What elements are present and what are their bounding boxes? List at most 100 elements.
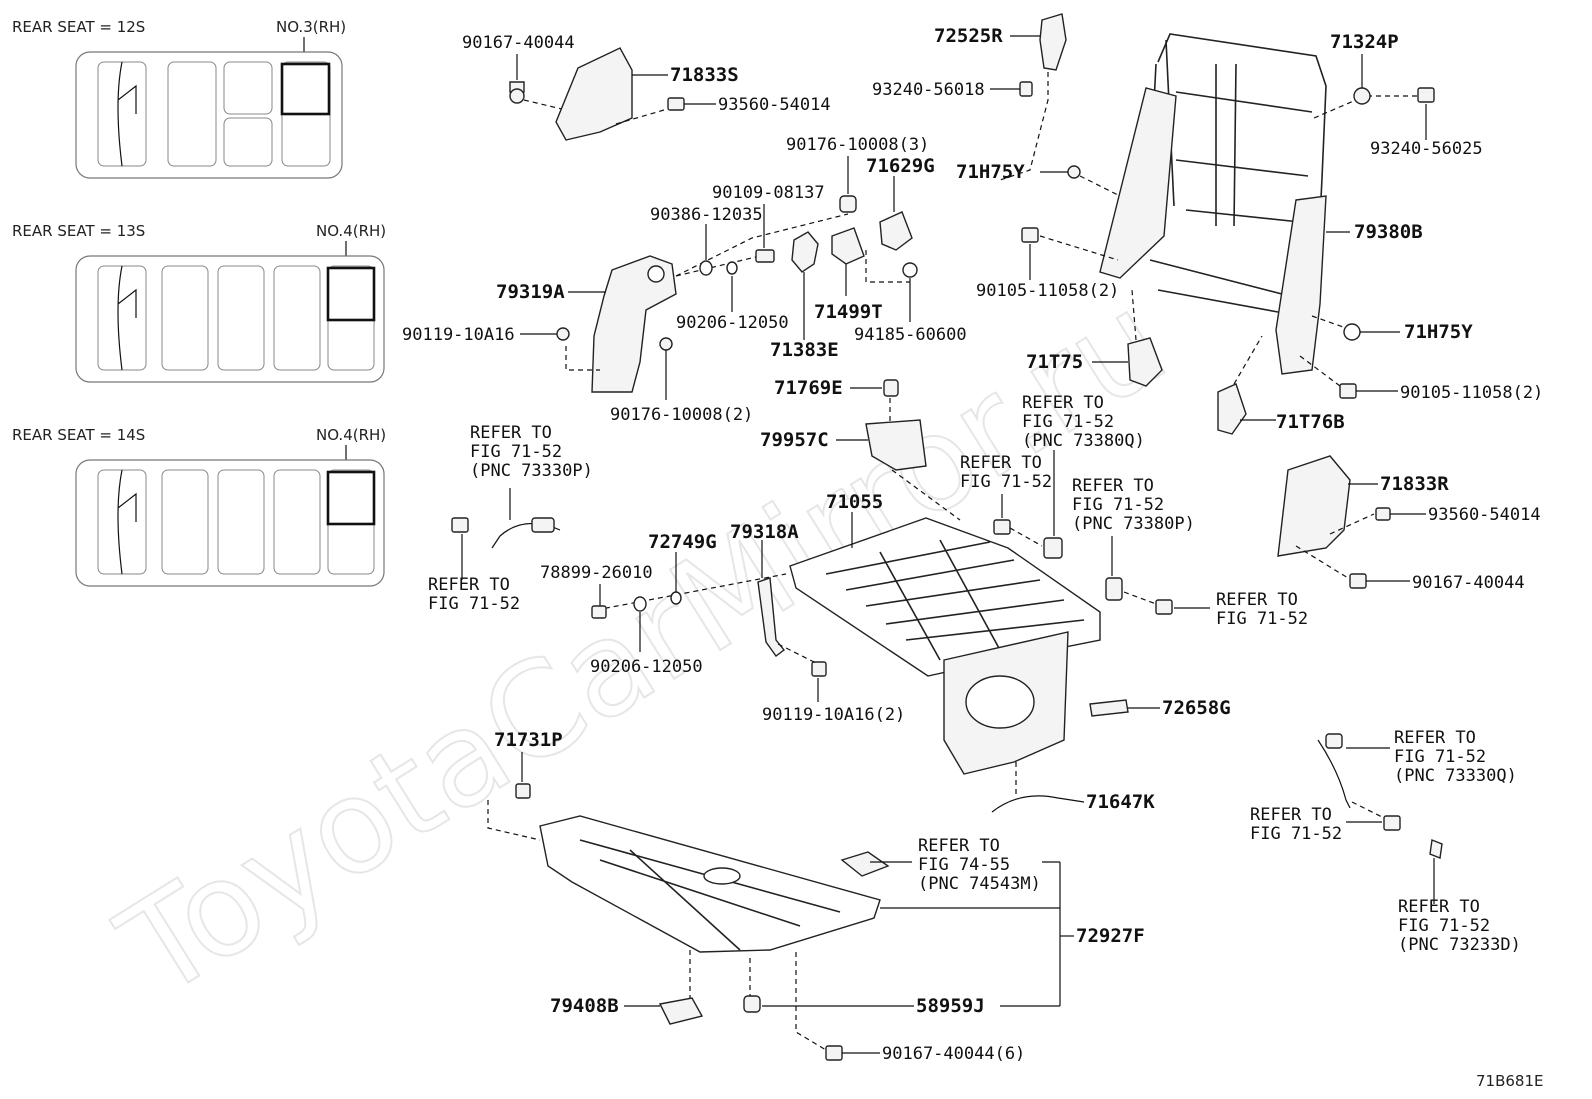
- part-number-label: 90386-12035: [650, 205, 763, 225]
- reference-note-line: FIG 71-52: [1072, 495, 1164, 515]
- reference-note-line: FIG 71-52: [1022, 412, 1114, 432]
- reference-note-line: (PNC 73380P): [1072, 514, 1195, 534]
- bolt-icon: [755, 249, 775, 263]
- bolt-icon: [1383, 815, 1401, 831]
- part-number-label: 93560-54014: [718, 95, 831, 115]
- bolt-icon: [1021, 227, 1039, 243]
- pad-icon: [658, 997, 704, 1025]
- part-number-label: 90176-10008(2): [610, 405, 753, 425]
- latch-plate-71383e: [791, 231, 819, 273]
- screw-icon: [667, 97, 716, 111]
- reference-note-line: (PNC 73380Q): [1022, 431, 1145, 451]
- clip-icon: [743, 995, 761, 1013]
- seat-cushion-frame-71055: [789, 517, 1101, 775]
- part-number-label: 71H75Y: [956, 161, 1025, 183]
- guide-71t75: [1127, 337, 1163, 387]
- seat-layout-12s: REAR SEAT = 12S NO.3(RH): [12, 18, 346, 179]
- knob-72658g: [1089, 699, 1129, 717]
- part-number-label: 79380B: [1354, 221, 1423, 243]
- part-number-label: 93240-56025: [1370, 139, 1483, 159]
- bracket-79318a: [757, 577, 785, 657]
- reference-note-line: REFER TO: [1216, 590, 1298, 610]
- part-number-label: 90119-10A16(2): [762, 705, 905, 725]
- guide-71t76b: [1217, 383, 1247, 435]
- reference-note-line: FIG 71-52: [1398, 916, 1490, 936]
- part-number-label: 71731P: [494, 729, 563, 751]
- clip-icon: [883, 379, 899, 397]
- seat-layout-label: REAR SEAT = 14S: [12, 426, 145, 444]
- seat-hinge-cover-71833s: [555, 47, 633, 141]
- nut-icon: [1353, 87, 1371, 105]
- screw-icon: [1019, 81, 1033, 97]
- part-labels: 90167-40044 71833S 93560-54014 72525R 93…: [402, 25, 1543, 1064]
- reference-note-line: REFER TO: [1398, 897, 1480, 917]
- seatback-frame-79380b: [1099, 33, 1327, 375]
- reference-note-line: REFER TO: [1022, 393, 1104, 413]
- reference-note-line: FIG 71-52: [428, 594, 520, 614]
- part-number-label: 79957C: [760, 429, 829, 451]
- reference-note-line: REFER TO: [1394, 728, 1476, 748]
- part-number-label: 93240-56018: [872, 80, 985, 100]
- seat-layout-label: REAR SEAT = 12S: [12, 18, 145, 36]
- seat-lower-tray-72927f: [539, 815, 881, 953]
- reference-note-line: REFER TO: [960, 453, 1042, 473]
- reference-note-line: FIG 71-52: [1216, 609, 1308, 629]
- bolt-icon: [451, 517, 469, 533]
- part-number-label: 94185-60600: [854, 325, 967, 345]
- part-number-label: 72525R: [934, 25, 1003, 47]
- part-number-label: 71769E: [774, 377, 843, 399]
- highlight-no4: [326, 266, 376, 322]
- reference-note-line: REFER TO: [918, 836, 1000, 856]
- part-number-label: 93560-54014: [1428, 505, 1541, 525]
- part-number-label: 71383E: [770, 339, 839, 361]
- wire-harness-icon: [1317, 733, 1351, 809]
- seat-position-label: NO.3(RH): [276, 18, 346, 36]
- part-number-label: 71T75: [1026, 351, 1083, 373]
- part-number-label: 71499T: [814, 301, 883, 323]
- connector-icon: [1105, 577, 1123, 601]
- reference-note-line: REFER TO: [428, 575, 510, 595]
- reference-note-line: REFER TO: [1250, 805, 1332, 825]
- cable-71647k: [991, 795, 1085, 813]
- part-number-label: 90206-12050: [676, 313, 789, 333]
- wire-harness-icon: [491, 517, 561, 549]
- reference-note-line: (PNC 73233D): [1398, 935, 1521, 955]
- reference-note-line: FIG 71-52: [1394, 747, 1486, 767]
- reference-note-line: (PNC 74543M): [918, 874, 1041, 894]
- bolt-icon: [993, 519, 1011, 535]
- highlight-no3: [280, 62, 331, 116]
- part-number-label: 72658G: [1162, 697, 1231, 719]
- bolt-icon: [515, 783, 531, 799]
- seat-hinge-cover-71833r: [1277, 455, 1351, 557]
- part-number-label: 90119-10A16: [402, 325, 515, 345]
- reference-note-line: FIG 71-52: [960, 472, 1052, 492]
- part-number-label: 79318A: [730, 521, 799, 543]
- part-number-label: 90167-40044: [462, 33, 575, 53]
- part-number-label: 71T76B: [1276, 411, 1345, 433]
- bolt-icon: [1417, 87, 1435, 103]
- part-number-label: 90206-12050: [590, 657, 703, 677]
- reference-note-line: FIG 74-55: [918, 855, 1010, 875]
- seat-hinge-bracket-79319a: [591, 255, 677, 393]
- part-number-label: 90167-40044(6): [882, 1044, 1025, 1064]
- part-number-label: 71629G: [866, 155, 935, 177]
- bolt-icon: [591, 605, 607, 619]
- seat-layout-13s: REAR SEAT = 13S NO.4(RH): [12, 222, 386, 383]
- bolt-icon: [825, 1045, 843, 1061]
- reference-note-line: (PNC 73330Q): [1394, 766, 1517, 786]
- reference-note-line: REFER TO: [470, 423, 552, 443]
- cover-71629g: [879, 211, 913, 251]
- reference-note-line: FIG 71-52: [470, 442, 562, 462]
- reference-notes: REFER TO FIG 71-52 (PNC 73330P) REFER TO…: [428, 393, 1521, 955]
- part-number-label: 79408B: [550, 995, 619, 1017]
- seat-position-label: NO.4(RH): [316, 222, 386, 240]
- part-number-label: 58959J: [916, 995, 985, 1017]
- part-number-label: 71H75Y: [1404, 321, 1473, 343]
- part-number-label: 90105-11058(2): [976, 281, 1119, 301]
- bolt-icon: [1155, 599, 1173, 615]
- collar-icon: [839, 195, 857, 213]
- seat-layout-14s: REAR SEAT = 14S NO.4(RH): [12, 426, 386, 587]
- screw-icon: [1375, 507, 1391, 521]
- connector-icon: [1043, 537, 1063, 559]
